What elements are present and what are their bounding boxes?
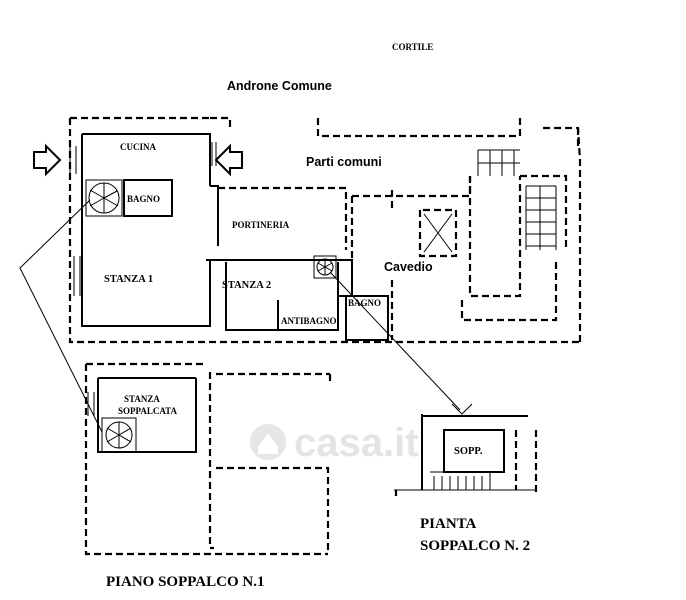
label-androne-comune: Androne Comune: [227, 79, 332, 93]
label-parti-comuni: Parti comuni: [306, 155, 382, 169]
label-stanza-soppalcata-line1: STANZA: [124, 394, 160, 404]
label-sopp: SOPP.: [454, 446, 483, 457]
label-bagno-1: BAGNO: [127, 194, 160, 204]
connector-line-2: [329, 271, 461, 411]
entry-arrow-right-icon: [214, 143, 243, 177]
label-cortile: CORTILE: [392, 42, 433, 52]
stair-block: [477, 149, 557, 250]
main-floor-plan: [19, 116, 582, 433]
spiral-stair-2: [313, 255, 337, 279]
spiral-stair-1: [85, 179, 123, 217]
label-pianta-line2: SOPPALCO N. 2: [420, 538, 530, 554]
label-piano-soppalco-1: PIANO SOPPALCO N.1: [106, 574, 264, 590]
spiral-stair-soppalco-1: [101, 417, 137, 453]
label-stanza-2: STANZA 2: [222, 280, 271, 291]
label-portineria: PORTINERIA: [232, 220, 290, 230]
connector-line-1: [19, 199, 103, 433]
label-bagno-2: BAGNO: [348, 298, 381, 308]
soppalco-1-plan: [84, 362, 332, 556]
label-cucina: CUCINA: [120, 142, 157, 152]
watermark: casa.it: [250, 421, 419, 465]
bagno-1-box: [123, 179, 173, 217]
label-cavedio: Cavedio: [384, 260, 433, 274]
label-stanza-1: STANZA 1: [104, 274, 153, 285]
label-pianta-line1: PIANTA: [420, 516, 477, 532]
label-antibagno: ANTIBAGNO: [281, 316, 337, 326]
label-stanza-soppalcata-line2: SOPPALCATA: [118, 406, 178, 416]
soppalco-2-plan: [394, 403, 538, 496]
entry-arrow-left-icon: [33, 143, 62, 177]
watermark-text: casa.it: [294, 421, 419, 465]
